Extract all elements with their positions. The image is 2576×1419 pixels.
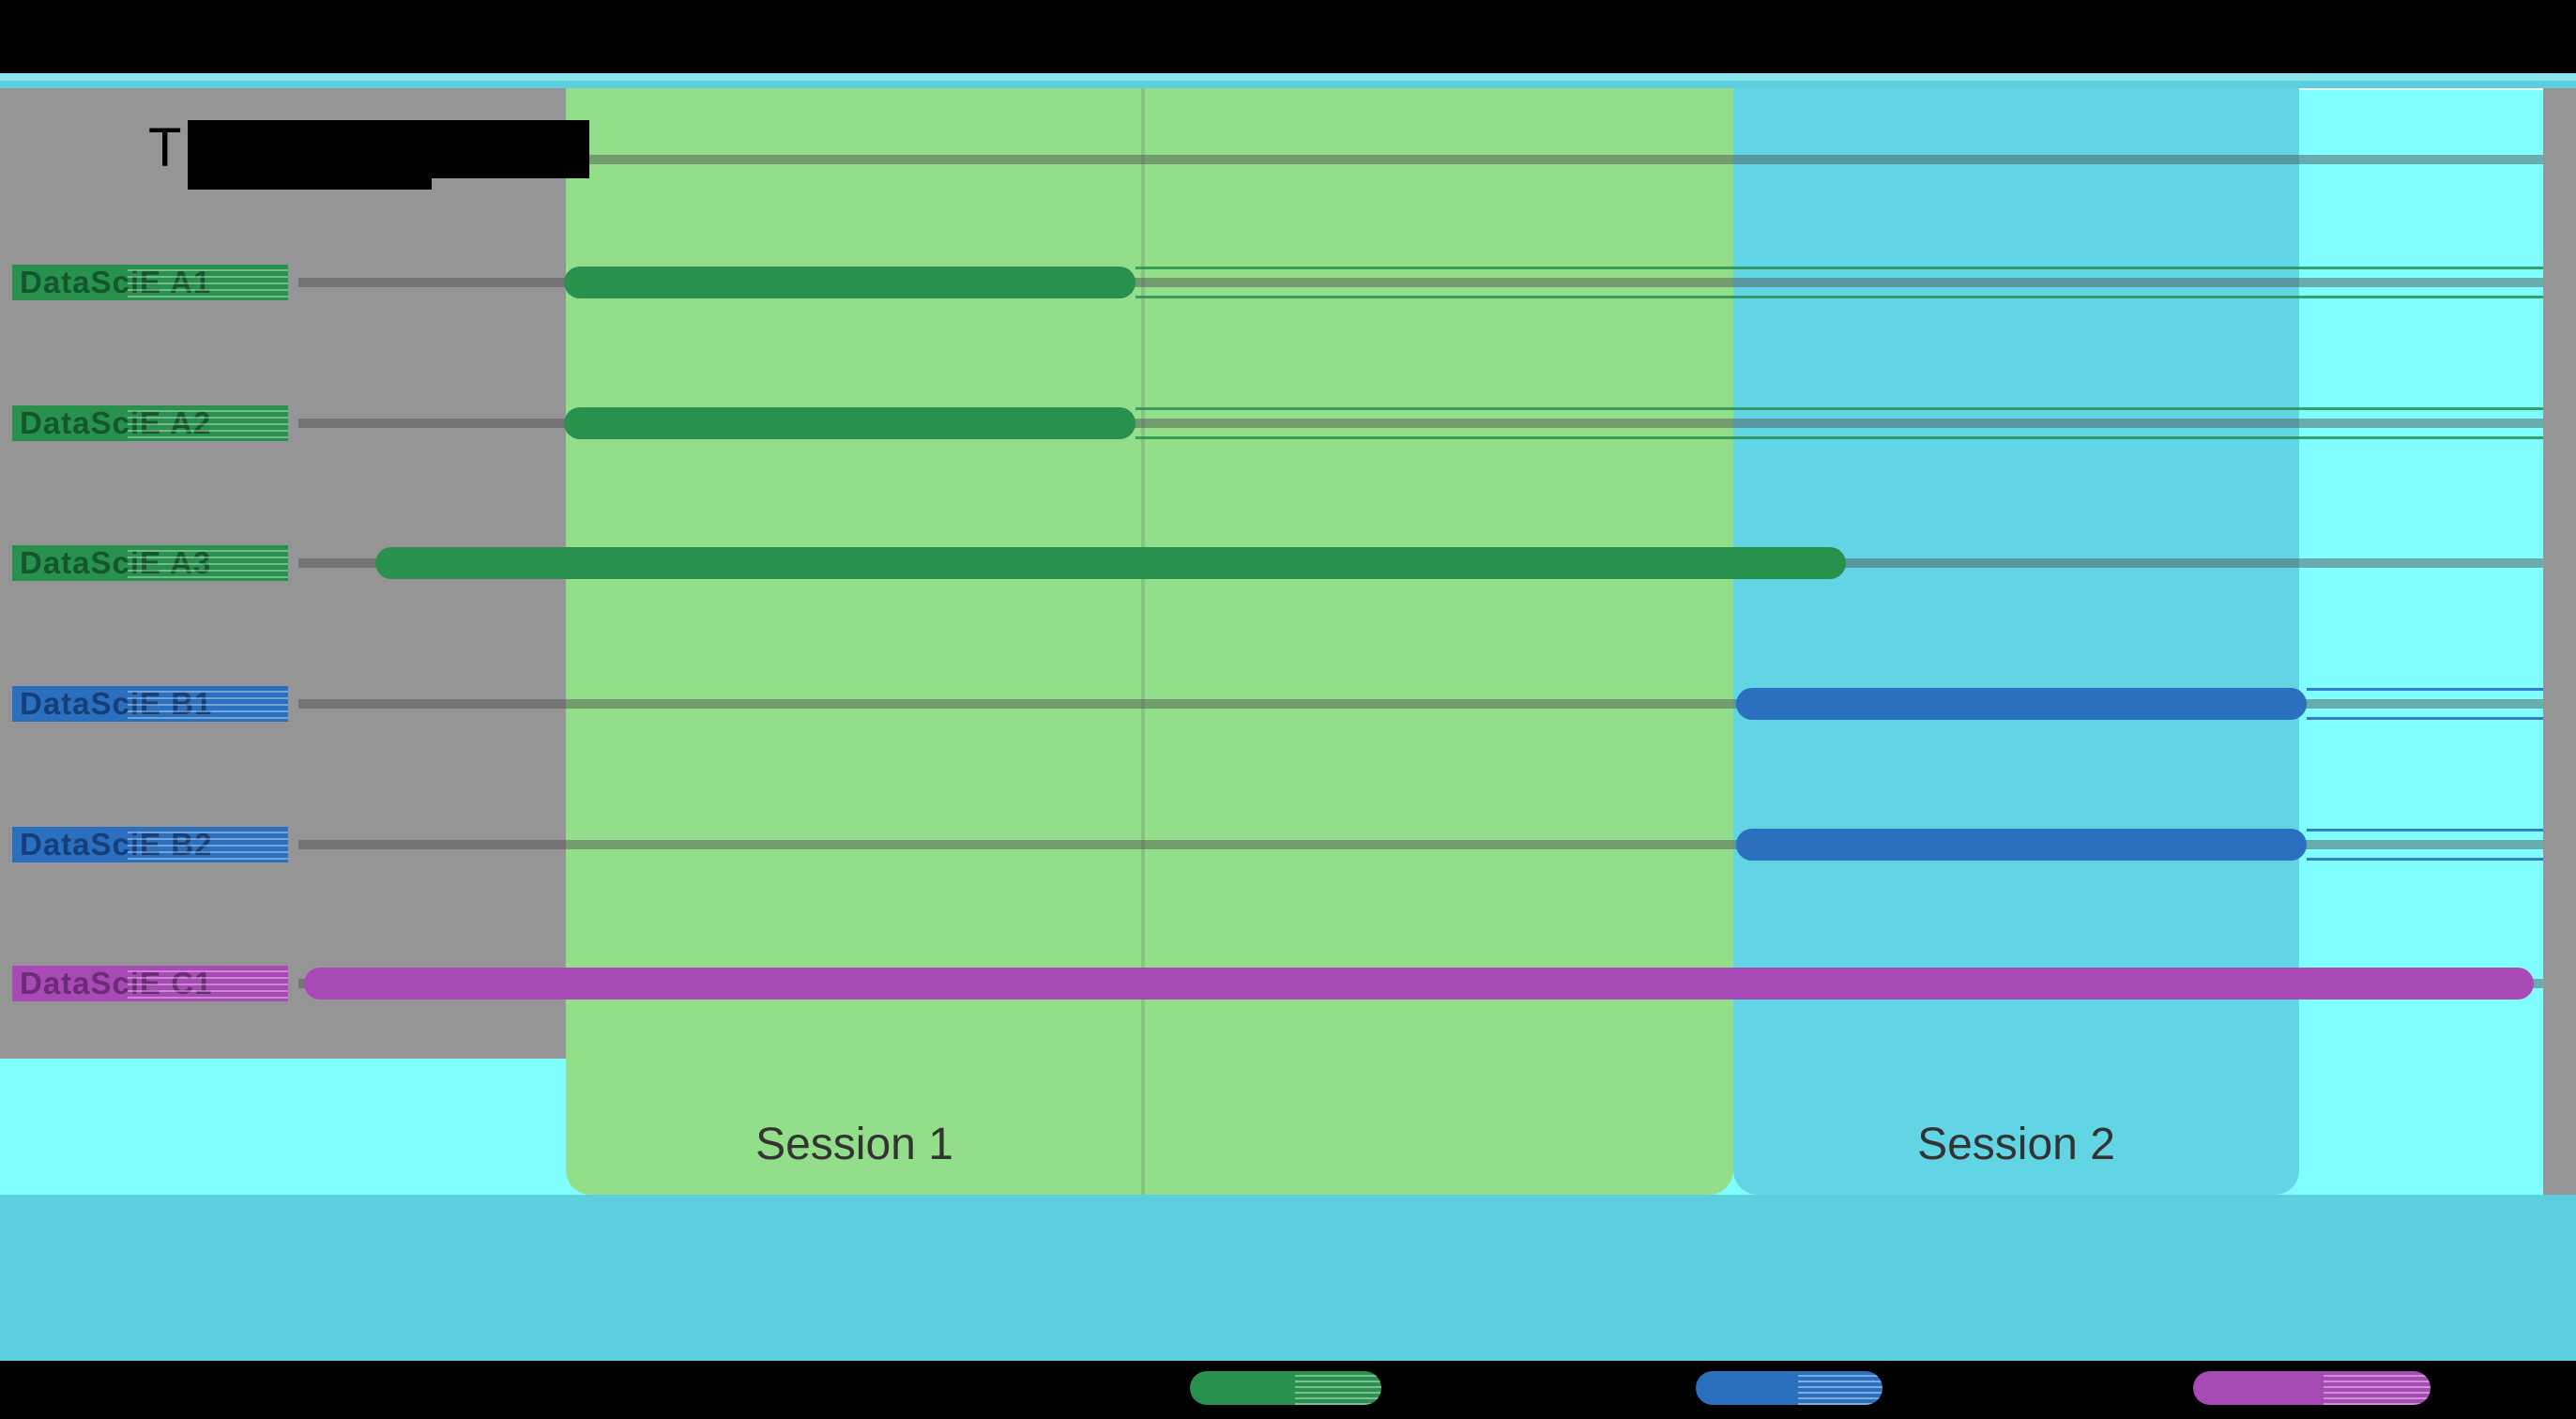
bar-tail-outline-b1 — [2307, 688, 2543, 720]
row-label-a2: DataSciE A2 — [12, 405, 288, 441]
row-label-b2: DataSciE B2 — [12, 827, 288, 862]
bar-tail-outline-a2 — [1136, 407, 2543, 439]
row-gridline-a2 — [298, 419, 2543, 428]
session2-label: Session 2 — [1917, 1120, 2115, 1169]
letterbox-top — [0, 0, 2576, 73]
session1-label: Session 1 — [755, 1120, 953, 1169]
session1-band — [566, 88, 1733, 1195]
task-bar-b1 — [1736, 688, 2307, 720]
chart-title-visible-prefix: T — [148, 117, 182, 178]
row-gridline-b2 — [298, 840, 2543, 849]
bar-tail-outline-b2 — [2307, 829, 2543, 861]
row-gridline-top — [298, 155, 2543, 164]
row-label-b1: DataSciE B1 — [12, 686, 288, 722]
row-gridline-b1 — [298, 699, 2543, 709]
vertical-gridline — [1141, 88, 1145, 1195]
task-bar-a2 — [564, 407, 1136, 439]
excluded-right-strip — [2543, 88, 2576, 1195]
task-bar-c1 — [304, 968, 2534, 999]
task-bar-a1 — [564, 267, 1136, 298]
row-label-c1: DataSciE C1 — [12, 966, 288, 1001]
legend-swatch-purple — [2193, 1371, 2431, 1405]
footer-band — [0, 1195, 2576, 1361]
legend-swatch-green — [1190, 1371, 1381, 1405]
session2-band — [1733, 88, 2299, 1195]
row-label-a1: DataSciE A1 — [12, 265, 288, 300]
bar-tail-outline-a1 — [1136, 267, 2543, 298]
title-redaction-box — [188, 120, 589, 178]
top-cyan-strip-lower — [0, 81, 2576, 88]
legend-swatch-blue — [1696, 1371, 1882, 1405]
top-cyan-strip-upper — [0, 73, 2576, 81]
row-label-a3: DataSciE A3 — [12, 545, 288, 581]
row-gridline-a1 — [298, 278, 2543, 287]
task-bar-b2 — [1736, 829, 2307, 861]
title-redaction-box-lower — [188, 175, 432, 190]
task-bar-a3 — [375, 547, 1846, 579]
